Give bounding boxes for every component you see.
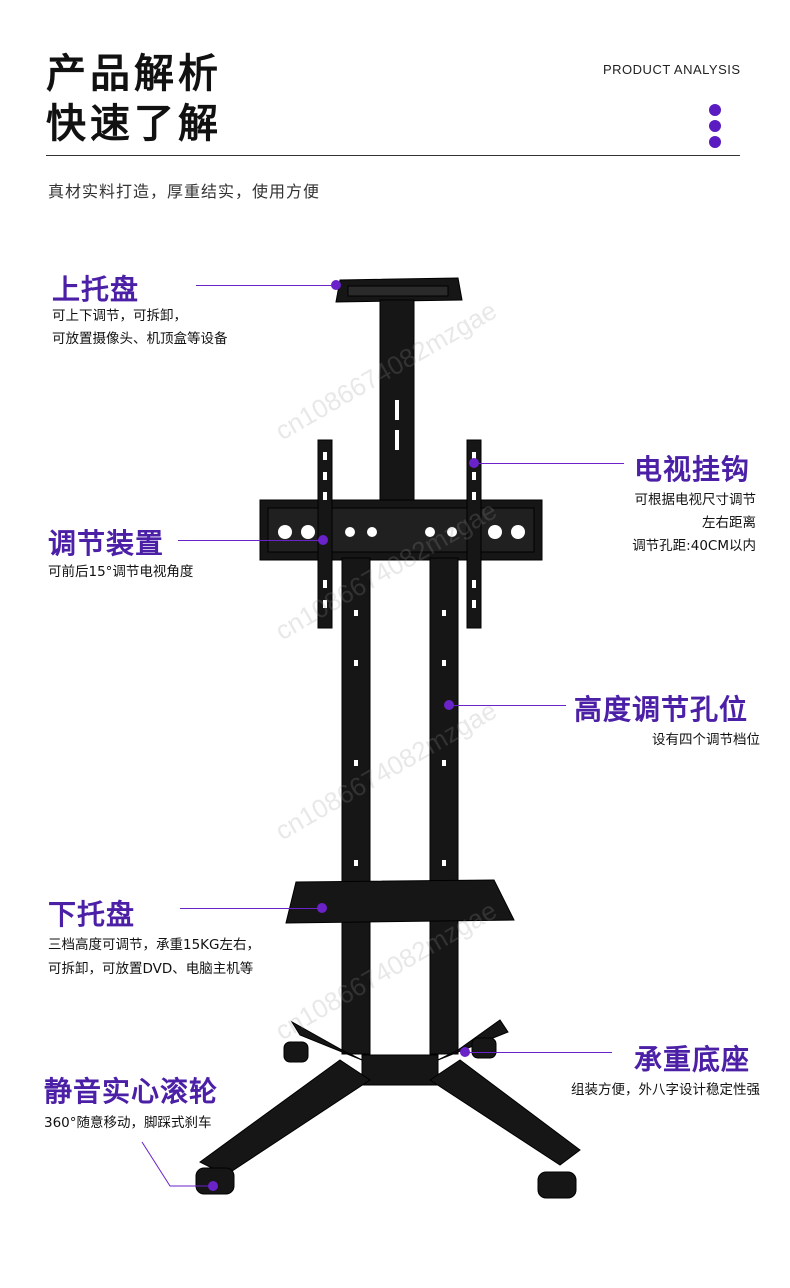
feature-desc: 调节孔距:40CM以内 [632, 538, 756, 554]
feature-title-adjuster: 调节装置 [48, 527, 165, 560]
feature-title-tv-hook: 电视挂钩 [634, 453, 751, 486]
feature-desc: 可根据电视尺寸调节 [634, 492, 757, 508]
page-title-line2: 快速了解 [46, 101, 222, 147]
feature-desc: 可拆卸，可放置DVD、电脑主机等 [48, 961, 254, 977]
feature-title-silent-wheels: 静音实心滚轮 [44, 1075, 219, 1108]
page-title-line1: 产品解析 [46, 51, 222, 97]
feature-desc: 可上下调节，可拆卸， [52, 308, 187, 324]
pointer-line [141, 1141, 210, 1187]
pointer-line [178, 540, 323, 541]
feature-desc: 360°随意移动，脚踩式刹车 [44, 1115, 212, 1131]
tagline: 真材实料打造，厚重结实，使用方便 [48, 182, 321, 201]
menu-dots-icon [709, 104, 723, 150]
pointer-line [180, 908, 320, 909]
feature-desc: 组装方便，外八字设计稳定性强 [571, 1082, 760, 1098]
pointer-dot [331, 280, 341, 290]
pointer-dot [318, 535, 328, 545]
feature-title-bottom-tray: 下托盘 [48, 898, 136, 931]
feature-title-top-tray: 上托盘 [52, 273, 140, 306]
subtitle-en: PRODUCT ANALYSIS [603, 62, 741, 77]
feature-desc: 可前后15°调节电视角度 [48, 564, 194, 580]
feature-desc: 设有四个调节档位 [652, 732, 760, 748]
pointer-line [196, 285, 336, 286]
feature-title-base: 承重底座 [634, 1043, 751, 1076]
pointer-line [450, 705, 566, 706]
feature-title-height-holes: 高度调节孔位 [574, 693, 749, 726]
feature-desc: 左右距离 [702, 515, 756, 531]
feature-desc: 可放置摄像头、机顶盒等设备 [52, 331, 228, 347]
pointer-dot [460, 1047, 470, 1057]
pointer-dot [208, 1181, 218, 1191]
pointer-dot [444, 700, 454, 710]
pointer-dot [317, 903, 327, 913]
pointer-line [466, 1052, 612, 1053]
pointer-line [474, 463, 624, 464]
pointer-dot [469, 458, 479, 468]
header-divider [46, 155, 740, 156]
feature-desc: 三档高度可调节，承重15KG左右， [48, 937, 260, 953]
